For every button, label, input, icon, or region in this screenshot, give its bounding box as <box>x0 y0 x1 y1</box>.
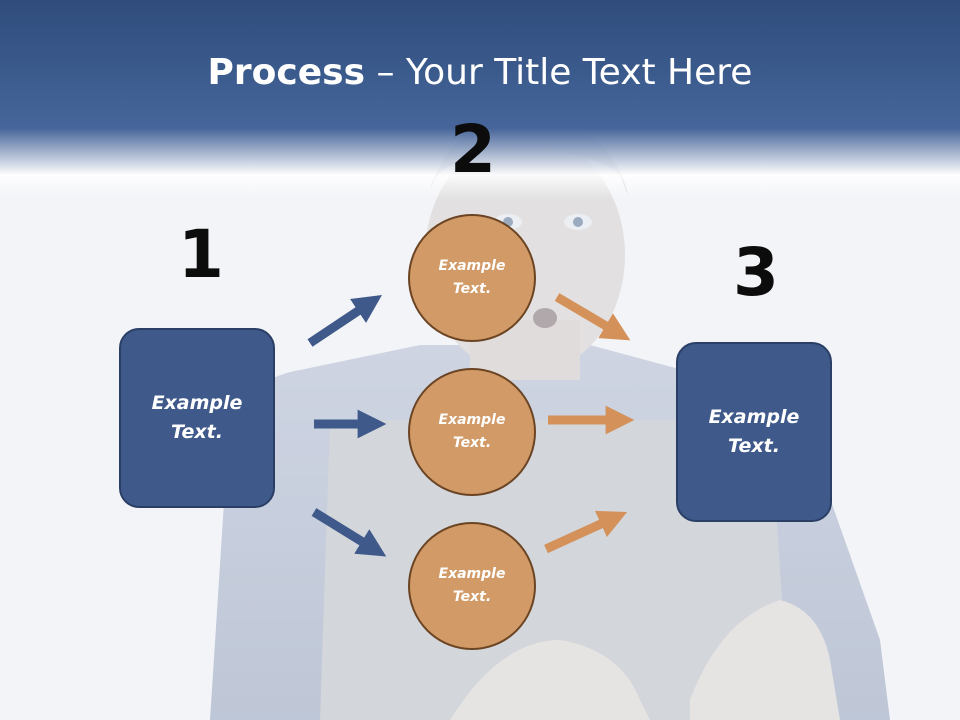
arrow-from-circle-3 <box>544 510 628 554</box>
circle-2-text: Example Text. <box>438 412 506 451</box>
step-3-text: Example Text. <box>708 406 800 457</box>
step-number-2: 2 <box>450 111 496 188</box>
slide-title: Process – Your Title Text Here <box>0 52 960 93</box>
step-3-box: Example Text. <box>676 342 832 522</box>
step-1-text: Example Text. <box>151 392 243 443</box>
circle-3: Example Text. <box>408 522 536 650</box>
circle-3-text: Example Text. <box>438 566 506 605</box>
arrow-to-circle-1 <box>307 295 382 347</box>
circle-1: Example Text. <box>408 214 536 342</box>
title-band <box>0 0 960 200</box>
circle-1-text: Example Text. <box>438 258 506 297</box>
step-1-box: Example Text. <box>119 328 275 508</box>
arrow-to-circle-3 <box>311 508 387 557</box>
step-number-1: 1 <box>178 216 224 293</box>
circle-2: Example Text. <box>408 368 536 496</box>
arrow-from-circle-1 <box>554 293 631 341</box>
step-number-3: 3 <box>733 234 779 311</box>
title-bold: Process <box>207 52 366 93</box>
title-rest: – Your Title Text Here <box>365 52 753 93</box>
